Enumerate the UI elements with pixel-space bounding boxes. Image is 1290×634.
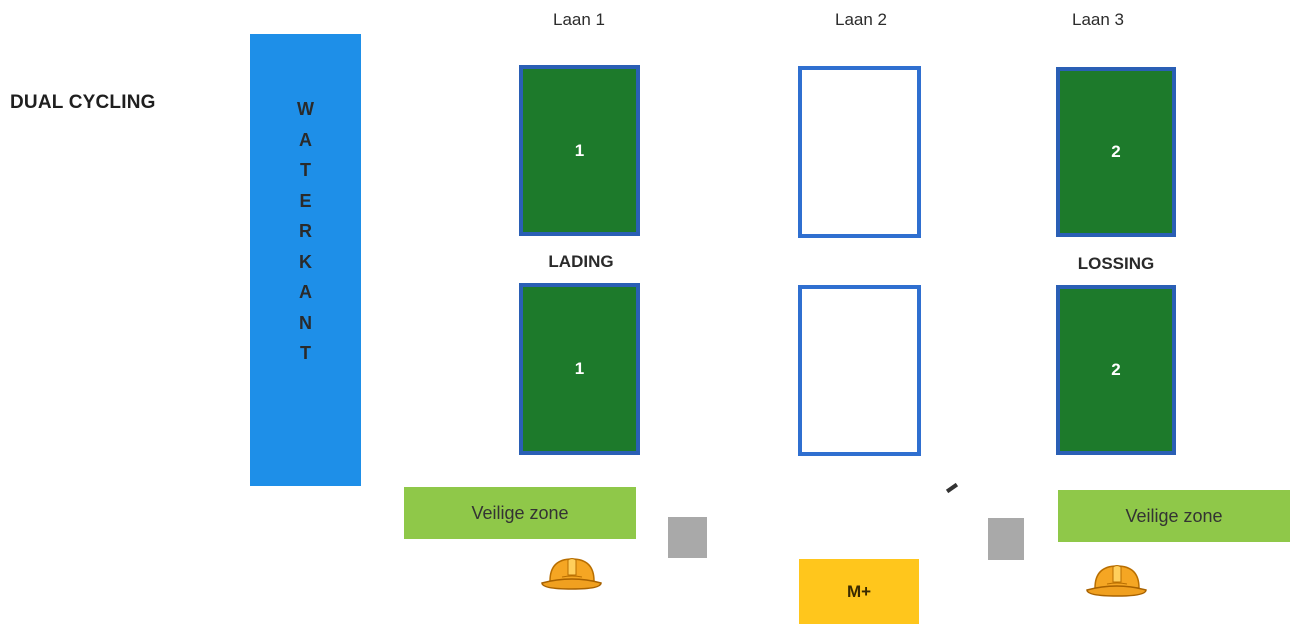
lane-2-top-empty-slot (798, 66, 921, 238)
safety-helmet-icon (541, 558, 602, 590)
lane-1-label: Laan 1 (553, 10, 605, 29)
lane-1-top-container: 1 (519, 65, 640, 236)
waterkant-letter: R (299, 221, 312, 241)
safe-zone-label: Veilige zone (471, 502, 569, 523)
waterkant-letter: W (297, 99, 314, 119)
container-number: 2 (1111, 360, 1121, 379)
container-number: 1 (574, 359, 585, 378)
lane-1-bottom-container: 1 (519, 283, 640, 455)
gray-block-right (988, 518, 1024, 560)
lossing-label: LOSSING (1077, 254, 1155, 273)
lane-3-bottom-container: 2 (1056, 285, 1176, 455)
safety-helmet-icon (1086, 565, 1147, 597)
waterkant-letter: N (299, 312, 312, 333)
container-number: 1 (574, 140, 585, 160)
lane-3-label: Laan 3 (1072, 10, 1124, 29)
waterkant-letter: A (299, 282, 312, 302)
waterkant-letter: K (299, 251, 312, 272)
waterkant-letter: E (299, 190, 312, 211)
lading-label: LADING (548, 252, 614, 271)
diagram-title: DUAL CYCLING (10, 92, 156, 113)
machine-label: M+ (846, 581, 872, 601)
lane-2-label: Laan 2 (835, 10, 887, 29)
stray-mark (945, 482, 959, 494)
lane-3-top-container: 2 (1056, 67, 1176, 237)
machine-m-plus: M+ (799, 559, 919, 624)
waterkant-letter: A (299, 129, 312, 150)
safe-zone-left: Veilige zone (404, 487, 636, 539)
container-number: 2 (1111, 142, 1121, 161)
waterkant-letter: T (300, 160, 311, 180)
waterkant-letter: T (300, 343, 311, 363)
lane-2-bottom-empty-slot (798, 285, 921, 456)
gray-block-left (668, 517, 707, 558)
safe-zone-right: Veilige zone (1058, 490, 1290, 542)
waterkant-quay: W A T E R K A N T (250, 34, 361, 486)
safe-zone-label: Veilige zone (1125, 505, 1223, 526)
